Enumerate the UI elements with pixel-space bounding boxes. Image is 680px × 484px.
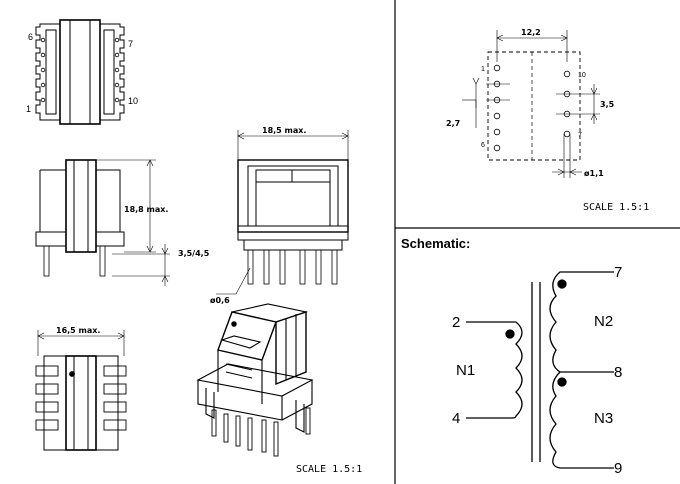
lead-length-dimension: 3,5/4,5 [178,249,210,258]
scale-label-right: SCALE 1.5:1 [583,202,649,213]
footprint-row-dimension: 3,5 [600,100,615,109]
schematic-pin-2: 2 [452,314,460,331]
isometric-view [196,303,314,457]
top-view [35,19,125,125]
bottom-view [35,330,127,451]
top-pin-10: 10 [128,96,138,106]
pin-diameter-dimension: ø0,6 [210,296,230,305]
footprint-pin-10: 10 [578,72,586,79]
footprint-spacing-dimension: 12,2 [521,28,541,37]
schematic-pin-4: 4 [452,410,460,427]
schematic-diagram [466,271,614,469]
footprint-pitch-dimension: 2,7 [446,119,460,128]
footprint-pin-1: 1 [481,66,485,73]
schematic-pin-9: 9 [614,460,622,477]
footprint-view [462,30,600,178]
top-pin-1: 1 [26,104,31,114]
footprint-pin-7: 7 [578,132,582,139]
winding-n1: N1 [456,362,475,379]
footprint-pin-6: 6 [481,142,485,149]
top-pin-6: 6 [28,32,33,42]
schematic-pin-7: 7 [614,264,622,281]
height-dimension: 18,8 max. [124,205,168,214]
schematic-pin-8: 8 [614,364,622,381]
top-pin-7: 7 [128,39,133,49]
front-width-dimension: 18,5 max. [262,126,306,135]
bottom-width-dimension: 16,5 max. [56,326,100,335]
winding-n3: N3 [594,410,613,427]
side-view [35,159,170,286]
scale-label-left: SCALE 1.5:1 [296,464,362,475]
footprint-hole-dimension: ø1,1 [584,169,604,178]
front-view [216,130,349,295]
winding-n2: N2 [594,313,613,330]
schematic-title: Schematic: [401,236,470,251]
